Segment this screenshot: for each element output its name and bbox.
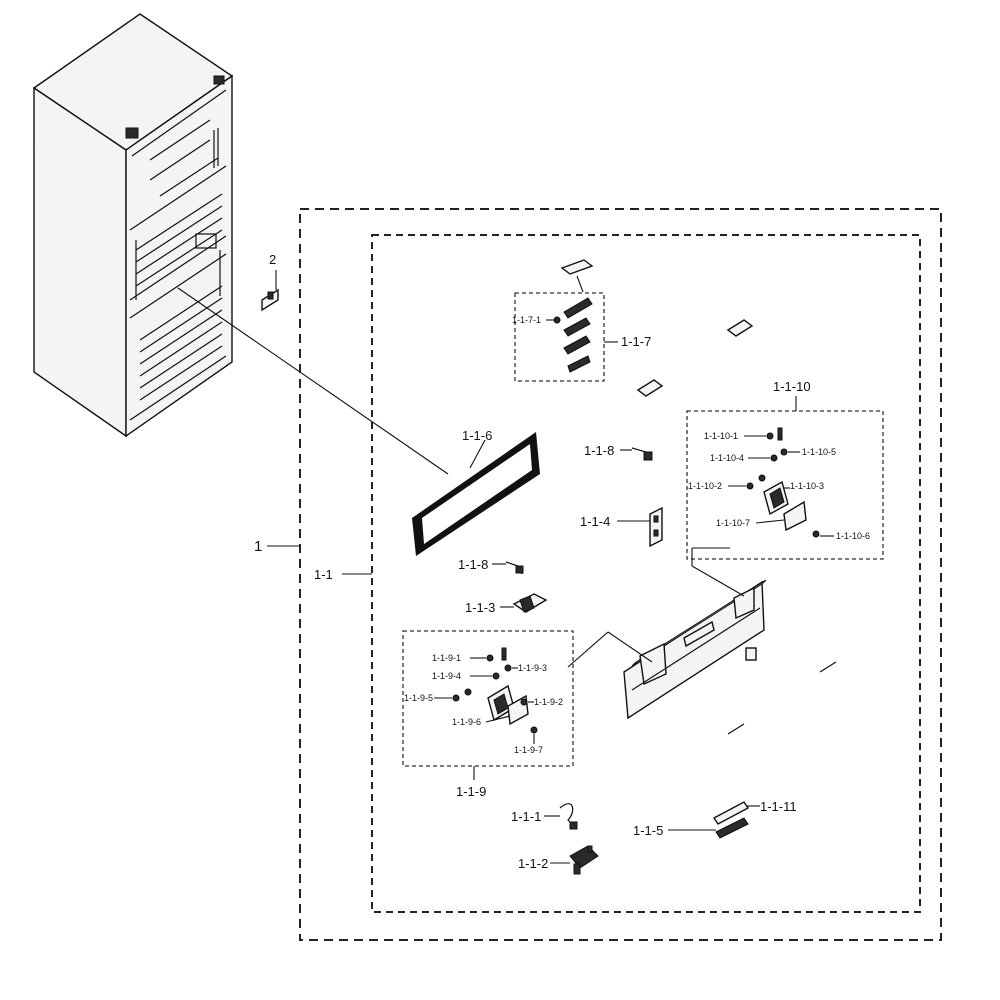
clip-part: [726, 319, 754, 337]
parts-1-1-5-and-1-1-11: [712, 801, 750, 839]
part-1-1-3: [512, 593, 548, 613]
parts-1-1-9: [452, 647, 538, 734]
label-1-1-9-6: 1-1-9-6: [452, 717, 481, 727]
part-1-1-4: [649, 506, 663, 548]
label-1-1-7: 1-1-7: [621, 334, 651, 349]
label-1-1-9-1: 1-1-9-1: [432, 653, 461, 663]
parts-1-1-7: [553, 259, 594, 373]
label-1-1-10-1: 1-1-10-1: [704, 431, 738, 441]
label-1-1-10-7: 1-1-10-7: [716, 518, 750, 528]
label-1-1-7-1: 1-1-7-1: [512, 315, 541, 325]
label-1-1-10-4: 1-1-10-4: [710, 453, 744, 463]
label-1-1-9-3: 1-1-9-3: [518, 663, 547, 673]
label-1-1-8-upper: 1-1-8: [584, 443, 614, 458]
label-1-1-10-2: 1-1-10-2: [688, 481, 722, 491]
label-1-1-9-2: 1-1-9-2: [534, 697, 563, 707]
label-1-1-9-7: 1-1-9-7: [514, 745, 543, 755]
label-1-1-6: 1-1-6: [462, 428, 492, 443]
label-1-1-9-5: 1-1-9-5: [404, 693, 433, 703]
label-1-1-10-6: 1-1-10-6: [836, 531, 870, 541]
label-1-1-10: 1-1-10: [773, 379, 811, 394]
label-1-1-4: 1-1-4: [580, 514, 610, 529]
label-1-1-2: 1-1-2: [518, 856, 548, 871]
label-1-1-10-5: 1-1-10-5: [802, 447, 836, 457]
assembly-1-boundary: [299, 208, 942, 941]
label-1-1-1: 1-1-1: [511, 809, 541, 824]
label-1-1-10-3: 1-1-10-3: [790, 481, 824, 491]
label-1-1-9: 1-1-9: [456, 784, 486, 799]
group-1-1-10-boundary: [686, 410, 884, 560]
group-1-1-9-boundary: [402, 630, 574, 767]
label-1-1-8-lower: 1-1-8: [458, 557, 488, 572]
part-1-1-8-upper: [631, 447, 653, 461]
part-1-1-1-cable: [559, 803, 578, 830]
gasket-1-1-6: [412, 432, 540, 556]
label-2: 2: [269, 252, 276, 267]
label-1: 1: [254, 538, 262, 555]
group-1-1-7-boundary: [514, 292, 605, 382]
label-1-1-9-4: 1-1-9-4: [432, 671, 461, 681]
refrigerator-cabinet-illustration: [32, 13, 234, 438]
label-1-1: 1-1: [314, 567, 333, 582]
hinge-part-2: [261, 270, 279, 312]
drawer-front-bin: [623, 579, 767, 720]
label-1-1-3: 1-1-3: [465, 600, 495, 615]
label-1-1-5: 1-1-5: [633, 823, 663, 838]
parts-1-1-10: [746, 427, 820, 538]
part-1-1-8-lower: [505, 561, 524, 575]
part-1-1-2-connector: [569, 845, 599, 875]
label-1-1-11: 1-1-11: [760, 799, 797, 814]
clip-part: [636, 379, 664, 397]
